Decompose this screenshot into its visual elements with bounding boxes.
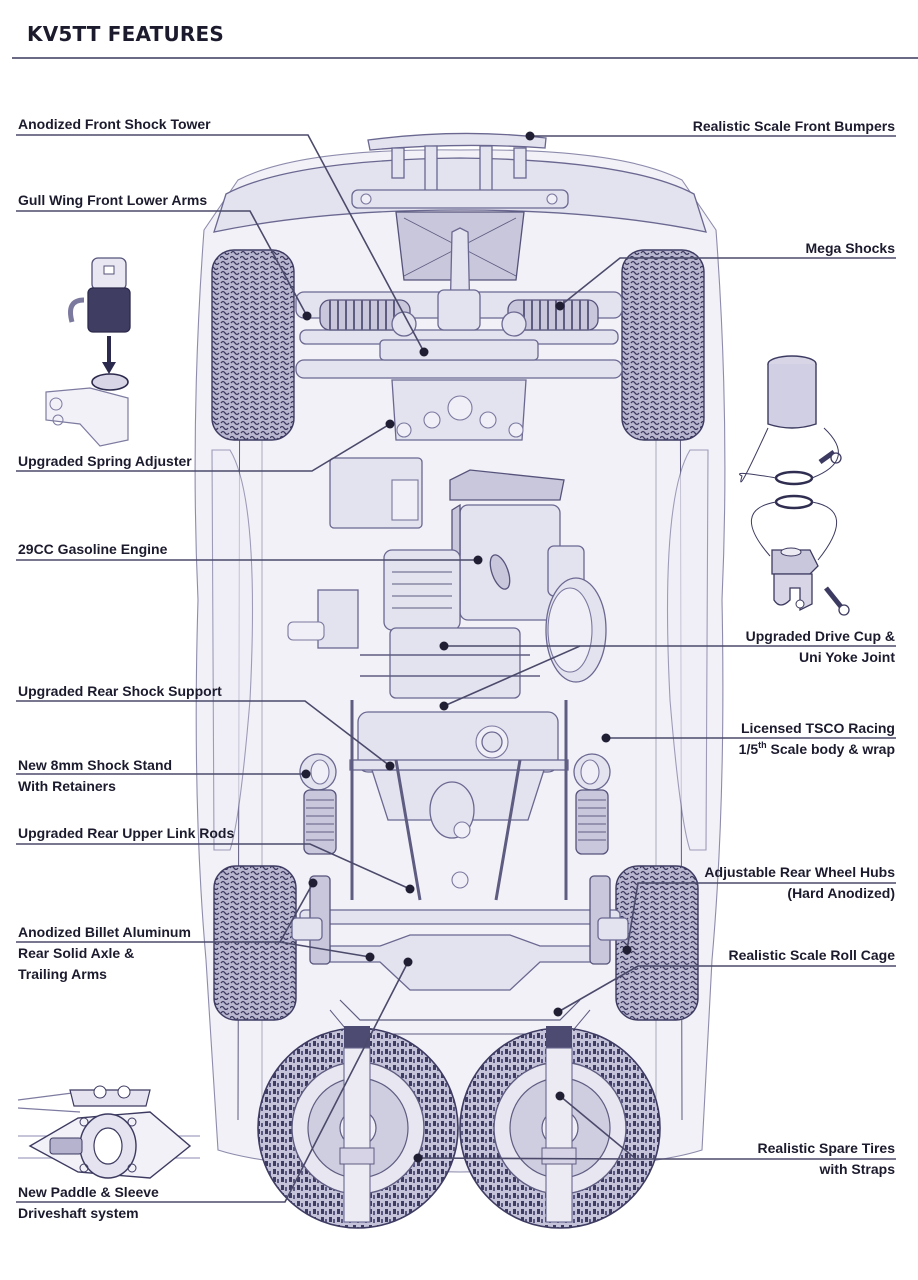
callout-anodized-front-shock-tower: Anodized Front Shock Tower [18, 114, 211, 135]
callout-label-line: Licensed TSCO Racing [740, 720, 895, 736]
front-right-tire [621, 249, 705, 441]
realistic-spare-tires-dot [555, 1091, 565, 1101]
upgraded-drive-cup-branch-dot [439, 641, 449, 651]
anodized-billet-aluminum-axle-branch-dot [365, 952, 375, 962]
rear-right-tire [615, 865, 699, 1021]
callout-label-line: 1/5th Scale body & wrap [738, 740, 895, 757]
callout-gull-wing-front-lower-arms: Gull Wing Front Lower Arms [18, 190, 207, 211]
callout-label-line: Rear Solid Axle & [18, 945, 135, 961]
callout-label-line: (Hard Anodized) [787, 885, 895, 901]
callout-label-line: Driveshaft system [18, 1205, 139, 1221]
spare-tire-right [459, 1026, 661, 1229]
gull-wing-front-lower-arms-leader-line [16, 210, 308, 317]
spare-tire-left [257, 1026, 459, 1229]
new-paddle-sleeve-driveshaft-leader-line [16, 961, 409, 1203]
realistic-scale-front-bumpers-dot [525, 131, 535, 141]
spring-adjuster-inset-icon [45, 257, 131, 447]
callout-realistic-scale-front-bumpers: Realistic Scale Front Bumpers [693, 116, 895, 137]
callout-upgraded-rear-upper-link-rods: Upgraded Rear Upper Link Rods [18, 823, 234, 844]
realistic-scale-roll-cage-leader-line [557, 965, 896, 1013]
callout-label-line: Adjustable Rear Wheel Hubs [704, 864, 895, 880]
upgraded-rear-upper-link-rods-dot [405, 884, 415, 894]
callout-label-line: Upgraded Spring Adjuster [18, 453, 192, 469]
callout-label-line: With Retainers [18, 778, 116, 794]
upgraded-spring-adjuster-leader-line [16, 423, 391, 472]
callout-realistic-spare-tires: Realistic Spare Tires with Straps [758, 1138, 895, 1180]
upgraded-spring-adjuster-dot [385, 419, 395, 429]
new-8mm-shock-stand-dot [301, 769, 311, 779]
rear-left-shock [299, 753, 337, 855]
adjustable-rear-wheel-hubs-dot [622, 945, 632, 955]
callout-label-line: Uni Yoke Joint [799, 649, 895, 665]
engine [287, 457, 607, 699]
realistic-scale-roll-cage-dot [553, 1007, 563, 1017]
callout-adjustable-rear-wheel-hubs: Adjustable Rear Wheel Hubs (Hard Anodized… [704, 862, 895, 904]
licensed-tsco-racing-dot [601, 733, 611, 743]
anodized-front-shock-tower-dot [419, 347, 429, 357]
callout-lines [16, 131, 896, 1203]
mega-shocks-dot [555, 301, 565, 311]
callout-label-line: with Straps [819, 1161, 895, 1177]
upgraded-drive-cup-dot [439, 701, 449, 711]
mega-shocks-leader-line [559, 257, 896, 307]
upgraded-rear-upper-link-rods-leader-line [16, 843, 411, 890]
callout-label-line: Upgraded Drive Cup & [745, 628, 895, 644]
rear-bed [329, 999, 591, 1035]
29cc-gasoline-engine-dot [473, 555, 483, 565]
front-bumper [351, 132, 569, 209]
new-paddle-sleeve-driveshaft-dot [403, 957, 413, 967]
realistic-spare-tires-leader-branch [417, 1157, 637, 1160]
callout-label-line: Anodized Billet Aluminum [18, 924, 191, 940]
front-right-shock [501, 299, 599, 337]
callout-label-line: New 8mm Shock Stand [18, 757, 173, 773]
callout-label-line: Realistic Spare Tires [757, 1140, 895, 1156]
front-left-shock [319, 299, 417, 337]
driveshaft-inset-icon [17, 1085, 200, 1179]
rear-right-shock [573, 753, 611, 855]
page-title: KV5TT FEATURES [27, 22, 224, 46]
drive-cup-inset-icon [739, 355, 850, 616]
callout-label-line: Mega Shocks [805, 240, 895, 256]
rear-axle [291, 871, 629, 991]
callout-upgraded-rear-shock-support: Upgraded Rear Shock Support [18, 681, 222, 702]
adjustable-rear-wheel-hubs-leader-line [626, 882, 896, 951]
rear-frame [349, 700, 569, 901]
callout-29cc-gasoline-engine: 29CC Gasoline Engine [18, 539, 167, 560]
callout-label-line: Gull Wing Front Lower Arms [18, 192, 208, 208]
callout-upgraded-spring-adjuster: Upgraded Spring Adjuster [18, 451, 192, 472]
callout-mega-shocks: Mega Shocks [806, 238, 895, 259]
callout-label-line: Upgraded Rear Upper Link Rods [18, 825, 235, 841]
upgraded-rear-shock-support-leader-line [16, 700, 391, 767]
callout-label-line: New Paddle & Sleeve [18, 1184, 159, 1200]
title-divider [12, 57, 918, 59]
rear-left-tire [213, 865, 297, 1021]
front-left-tire [211, 249, 295, 441]
anodized-billet-aluminum-axle-leader-branch [279, 941, 371, 958]
callout-label-line: Trailing Arms [18, 966, 107, 982]
callout-label-line: 29CC Gasoline Engine [18, 541, 168, 557]
callout-licensed-tsco-racing: Licensed TSCO Racing 1/5th Scale body & w… [739, 718, 895, 760]
callout-upgraded-drive-cup: Upgraded Drive Cup & Uni Yoke Joint [746, 626, 895, 668]
realistic-spare-tires-branch-dot [413, 1153, 423, 1163]
callout-label-line: Upgraded Rear Shock Support [18, 683, 222, 699]
anodized-billet-aluminum-axle-dot [308, 878, 318, 888]
anodized-front-shock-tower-leader-line [16, 134, 425, 353]
upgraded-rear-shock-support-dot [385, 761, 395, 771]
callout-label-line: Anodized Front Shock Tower [18, 116, 211, 132]
gull-wing-front-lower-arms-dot [302, 311, 312, 321]
callout-label-line: Realistic Scale Roll Cage [728, 947, 895, 963]
callout-realistic-scale-roll-cage: Realistic Scale Roll Cage [728, 945, 895, 966]
callout-label-line: Realistic Scale Front Bumpers [692, 118, 895, 134]
